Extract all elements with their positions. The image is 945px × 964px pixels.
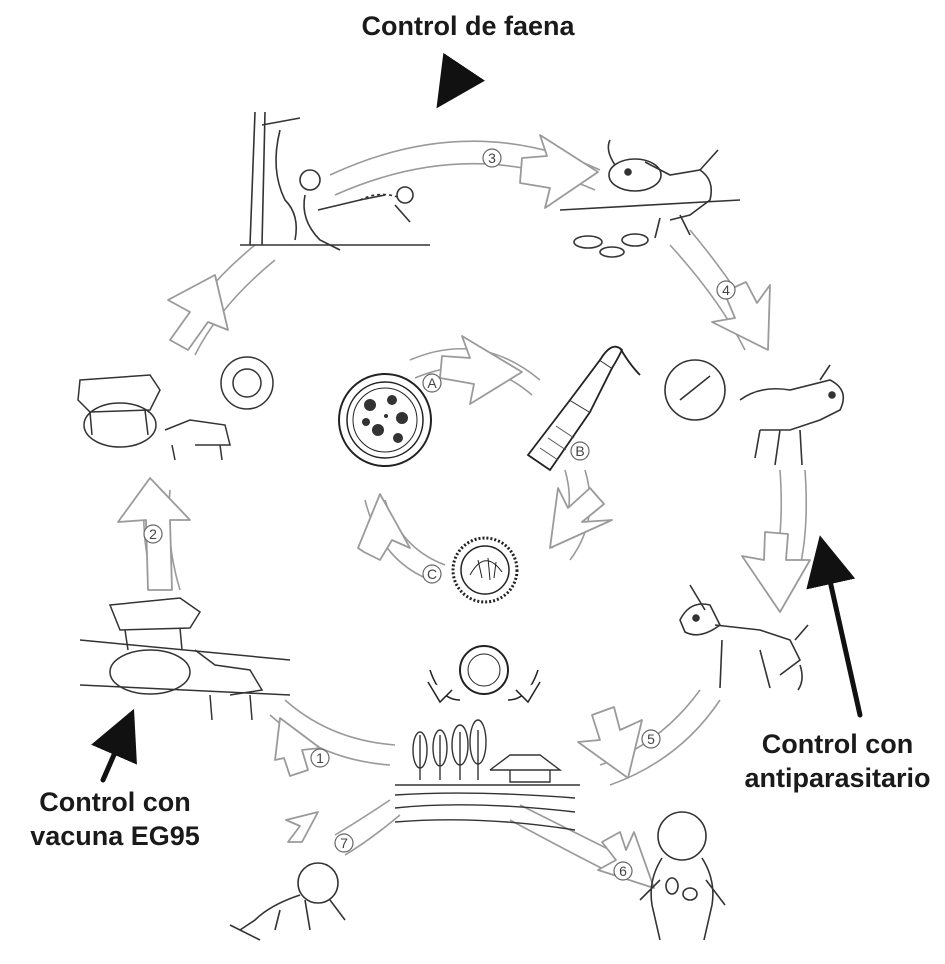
faena-callout-arrow bbox=[442, 70, 462, 100]
slaughter-scene-illustration bbox=[240, 112, 430, 250]
control-vacuna-label: Control con vacuna EG95 bbox=[0, 786, 230, 854]
arrow-step-b bbox=[550, 488, 612, 548]
control-de-faena-text: Control de faena bbox=[318, 10, 618, 44]
grazing-livestock-illustration bbox=[80, 598, 290, 720]
arrow-step-5 bbox=[578, 707, 642, 778]
infected-dog-illustration bbox=[665, 360, 843, 465]
intermediate-hosts-illustration bbox=[78, 357, 273, 460]
vacuna-callout-arrow bbox=[103, 718, 130, 780]
step-7-number: 7 bbox=[340, 835, 348, 851]
step-6-number: 6 bbox=[619, 863, 627, 879]
outer-cycle-arrows bbox=[118, 135, 810, 888]
step-c-letter: C bbox=[427, 566, 437, 582]
step-b-letter: B bbox=[575, 443, 584, 459]
step-3-number: 3 bbox=[488, 150, 496, 166]
arrow-step-anti bbox=[742, 532, 810, 612]
control-vacuna-line-1: Control con bbox=[0, 786, 230, 820]
contaminated-pasture-illustration bbox=[395, 720, 580, 830]
outer-cycle-ring bbox=[144, 141, 807, 875]
control-de-faena-label: Control de faena bbox=[318, 10, 618, 44]
control-vacuna-line-2: vacuna EG95 bbox=[0, 820, 230, 854]
dog-defecating-illustration bbox=[680, 585, 808, 690]
hydatid-cyst-illustration bbox=[339, 374, 431, 466]
step-5-number: 5 bbox=[647, 731, 655, 747]
egg-dispersal-illustration bbox=[428, 646, 540, 702]
arrow-step-top-left bbox=[168, 275, 228, 350]
infected-human-illustration bbox=[640, 812, 725, 940]
step-a-letter: A bbox=[427, 375, 437, 391]
dog-eating-offal-illustration bbox=[560, 140, 740, 257]
inner-step-markers: A B C bbox=[423, 374, 589, 583]
arrow-step-a bbox=[440, 336, 522, 404]
parasite-egg-illustration bbox=[453, 538, 517, 602]
step-1-number: 1 bbox=[316, 750, 324, 766]
arrow-step-1 bbox=[275, 718, 320, 776]
control-antiparasitario-line-2: antiparasitario bbox=[730, 762, 945, 796]
step-4-number: 4 bbox=[722, 282, 730, 298]
arrow-step-3 bbox=[520, 135, 598, 208]
antiparasitario-callout-arrow bbox=[822, 545, 860, 715]
crawling-baby-illustration bbox=[230, 863, 345, 940]
control-antiparasitario-line-1: Control con bbox=[730, 728, 945, 762]
control-antiparasitario-label: Control con antiparasitario bbox=[730, 728, 945, 796]
arrow-step-7 bbox=[286, 812, 318, 842]
step-2-number: 2 bbox=[149, 526, 157, 542]
